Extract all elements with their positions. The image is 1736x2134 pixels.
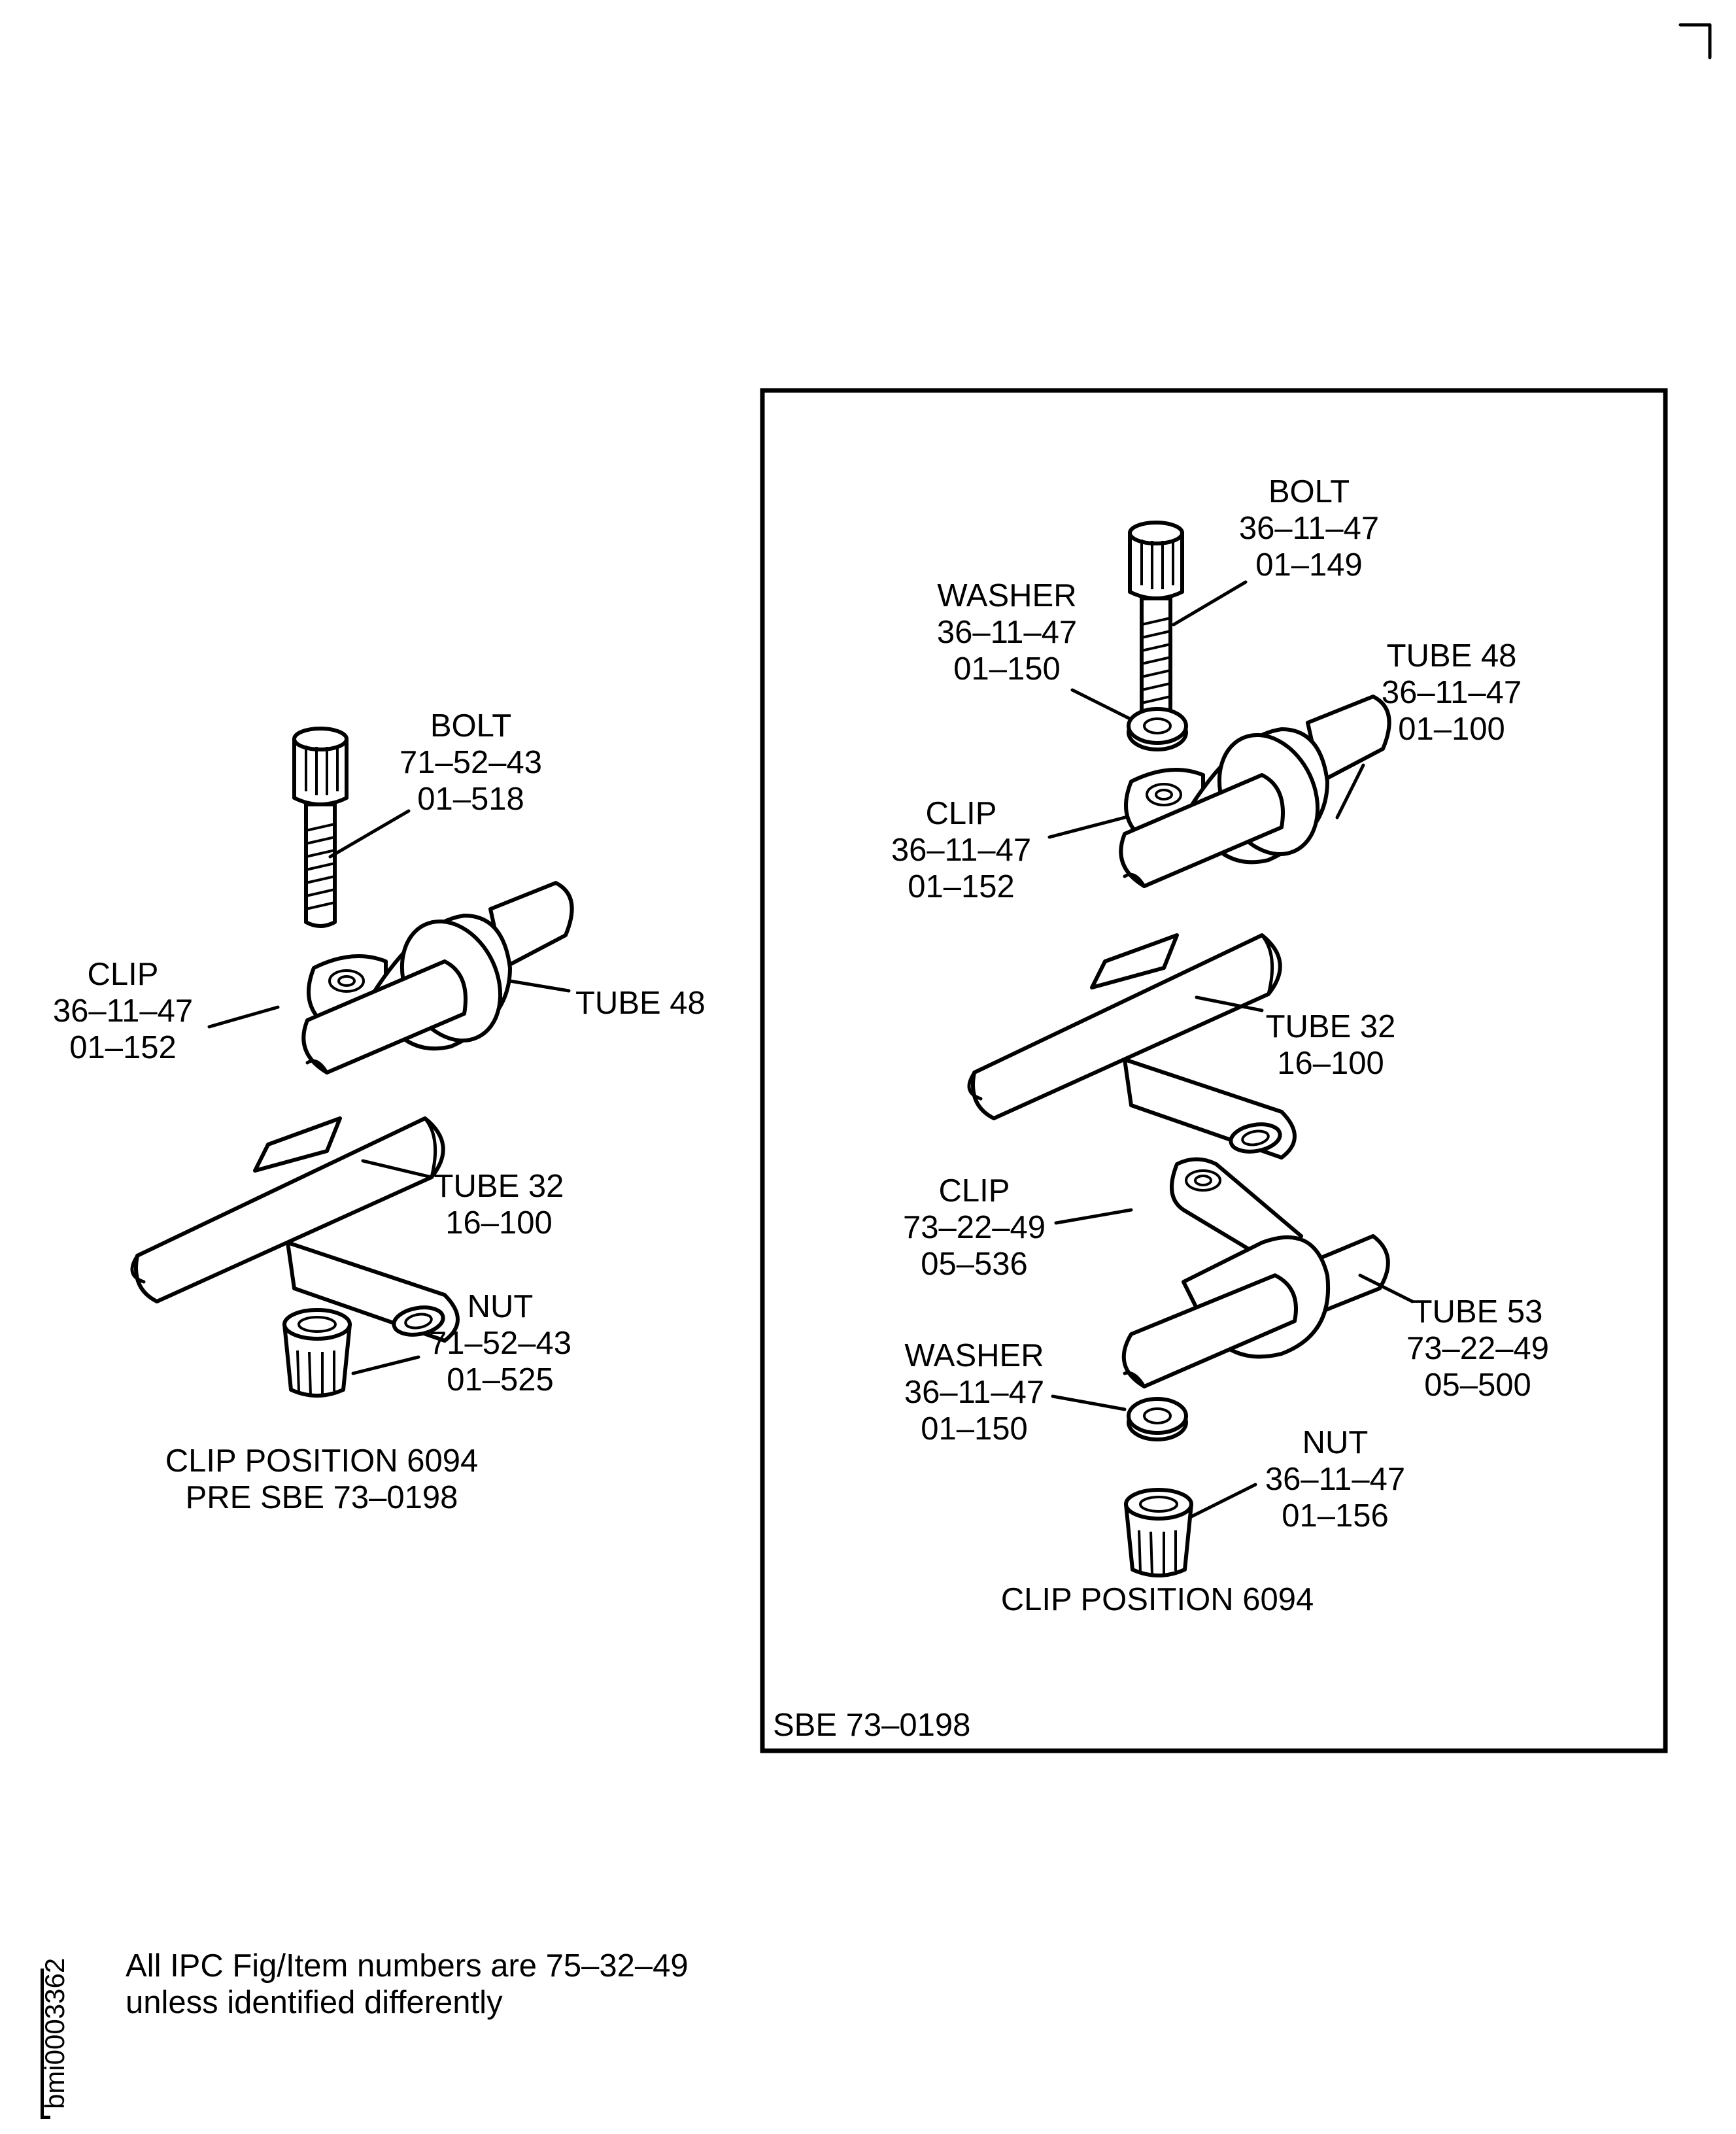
washer-part-icon (1129, 709, 1186, 749)
bolt-part-icon (294, 729, 347, 926)
sbe-box-label: SBE 73–0198 (773, 1708, 971, 1743)
pre-tube48-label: TUBE 48 (575, 986, 706, 1021)
nut-part-icon (1126, 1490, 1191, 1575)
post-sbe-illustration (969, 523, 1414, 1575)
corner-mark (1678, 23, 1712, 60)
sbe-frame (760, 388, 1668, 1753)
clip-tube32-part-icon (969, 935, 1295, 1158)
clip-tube53-part-icon (1124, 1160, 1388, 1387)
clip-tube32-part-icon (132, 1118, 458, 1341)
washer-part-icon (1129, 1399, 1186, 1439)
pre-sbe-illustration (132, 729, 572, 1396)
image-id-bracket (41, 1969, 50, 2119)
bolt-part-icon (1130, 523, 1182, 720)
sbe-caption: CLIP POSITION 6094 (1000, 1582, 1314, 1617)
nut-part-icon (284, 1310, 350, 1396)
clip-tube48-part-icon (303, 883, 571, 1073)
